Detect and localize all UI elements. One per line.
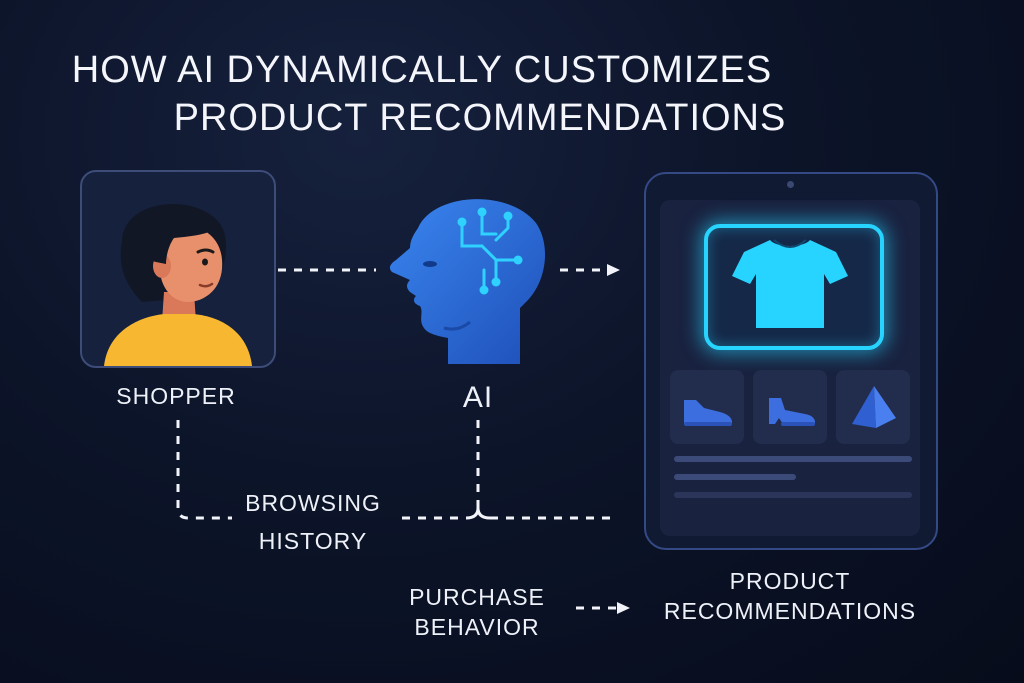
description-line-1 — [674, 456, 912, 462]
recommendations-label-line-2: RECOMMENDATIONS — [663, 598, 917, 624]
featured-product-card[interactable] — [704, 224, 884, 350]
sneaker-icon — [684, 400, 732, 426]
arrowhead-purchase-to-recommendations — [617, 602, 630, 614]
recommendations-label-line-1: PRODUCT — [729, 568, 851, 594]
shopper-to-browsing-connector — [176, 420, 232, 520]
shoe-icon — [769, 398, 815, 426]
tshirt-icon — [732, 239, 848, 328]
browsing-label-line-2: HISTORY — [258, 528, 368, 554]
purchase-label-line-2: BEHAVIOR — [414, 614, 540, 640]
tablet-camera — [787, 181, 794, 188]
description-line-2 — [674, 474, 796, 480]
shopper-label: SHOPPER — [116, 383, 236, 409]
purchase-behavior-label: PURCHASE BEHAVIOR — [390, 582, 564, 642]
product-recommendations-label: PRODUCT RECOMMENDATIONS — [640, 566, 940, 626]
page-title-line-2: PRODUCT RECOMMENDATIONS — [173, 97, 787, 139]
tablet-screen — [660, 200, 920, 536]
ai-head-icon — [389, 199, 546, 364]
description-line-3 — [674, 492, 912, 498]
product-tile-pyramid[interactable] — [836, 370, 910, 444]
product-tile-sneaker[interactable] — [670, 370, 744, 444]
browsing-label-line-1: BROWSING — [245, 490, 381, 516]
pyramid-icon — [852, 386, 896, 428]
browsing-history-label: BROWSING HISTORY — [226, 488, 400, 556]
shopper-card — [80, 170, 276, 368]
purchase-label-line-1: PURCHASE — [409, 584, 545, 610]
arrowhead-ai-to-tablet — [607, 264, 620, 276]
ai-label: AI — [462, 381, 494, 414]
tablet-device — [644, 172, 938, 550]
product-tile-shoe[interactable] — [753, 370, 827, 444]
shopper-avatar-icon — [104, 204, 252, 366]
page-title-line-1: HOW AI DYNAMICALLY CUSTOMIZES — [71, 49, 773, 91]
